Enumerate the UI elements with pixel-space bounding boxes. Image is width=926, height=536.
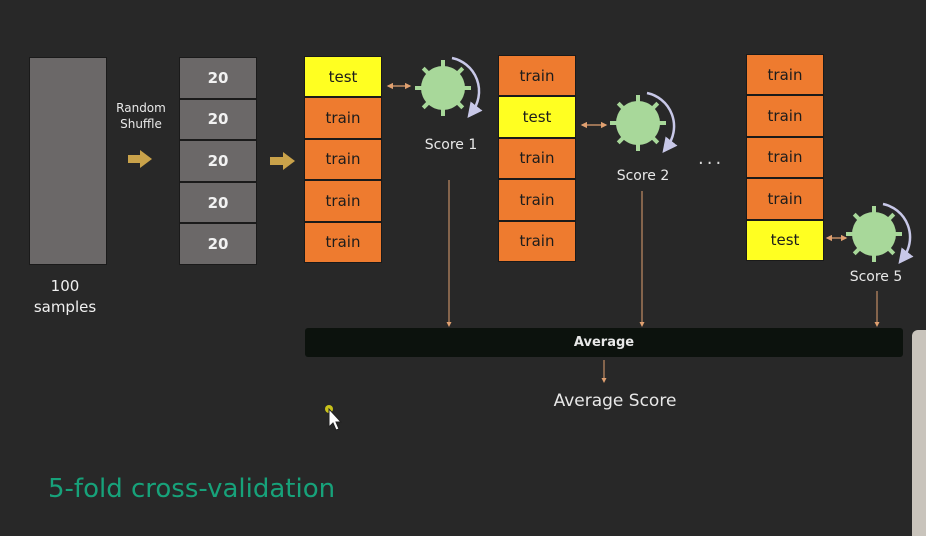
model-gear-icon: [846, 206, 902, 262]
ellipsis: ...: [698, 148, 725, 169]
fold-5-cell-5: test: [746, 219, 824, 261]
fold-5-cell-3: train: [746, 136, 824, 179]
chunk-4: 20: [179, 181, 257, 224]
fold-5-cell-1: train: [746, 54, 824, 96]
chunk-column: 20 20 20 20 20: [179, 57, 257, 265]
fold-1-cell-2: train: [304, 97, 382, 139]
fold-1-cell-3: train: [304, 138, 382, 181]
chunk-3: 20: [179, 140, 257, 182]
score-5-label: Score 5: [849, 269, 903, 285]
dataset-label: 100 samples: [20, 276, 110, 318]
fold-1-cell-4: train: [304, 180, 382, 222]
presenter-video-edge: [912, 330, 926, 536]
dataset-block: [29, 57, 107, 265]
fold-5-cell-4: train: [746, 178, 824, 220]
fold-2-cell-1: train: [498, 55, 576, 97]
dataset-unit: samples: [33, 298, 97, 316]
chunk-2: 20: [179, 98, 257, 141]
average-score-label: Average Score: [553, 391, 677, 411]
average-bar-label: Average: [573, 335, 635, 350]
mouse-cursor-icon: [325, 405, 343, 431]
curved-arrow-icon: [646, 91, 678, 153]
fold-2-cell-3: train: [498, 137, 576, 180]
fold-2: train test train train train: [498, 55, 576, 262]
chunk-1: 20: [179, 57, 257, 99]
chunk-5: 20: [179, 223, 257, 265]
score-2-label: Score 2: [616, 168, 670, 184]
dataset-count: 100: [50, 277, 80, 295]
arrow-right-icon: [128, 150, 152, 168]
slide-title: 5-fold cross-validation: [48, 474, 336, 504]
fold-1-cell-5: train: [304, 221, 382, 263]
shuffle-label-line1: Random: [116, 101, 166, 115]
curved-arrow-icon: [882, 202, 914, 264]
score-1-label: Score 1: [424, 137, 478, 153]
fold-1: test train train train train: [304, 56, 382, 263]
fold-1-cell-1: test: [304, 56, 382, 98]
shuffle-label: Random Shuffle: [108, 100, 174, 132]
average-bar: Average: [305, 328, 903, 357]
curved-arrow-icon: [451, 56, 483, 118]
fold-2-cell-4: train: [498, 179, 576, 221]
fold-2-cell-5: train: [498, 220, 576, 262]
fold-5-cell-2: train: [746, 95, 824, 137]
arrow-right-icon: [270, 152, 295, 170]
fold-5: train train train train test: [746, 54, 824, 261]
fold-2-cell-2: test: [498, 96, 576, 138]
model-gear-icon: [610, 95, 666, 151]
model-gear-icon: [415, 60, 471, 116]
shuffle-label-line2: Shuffle: [120, 117, 162, 131]
